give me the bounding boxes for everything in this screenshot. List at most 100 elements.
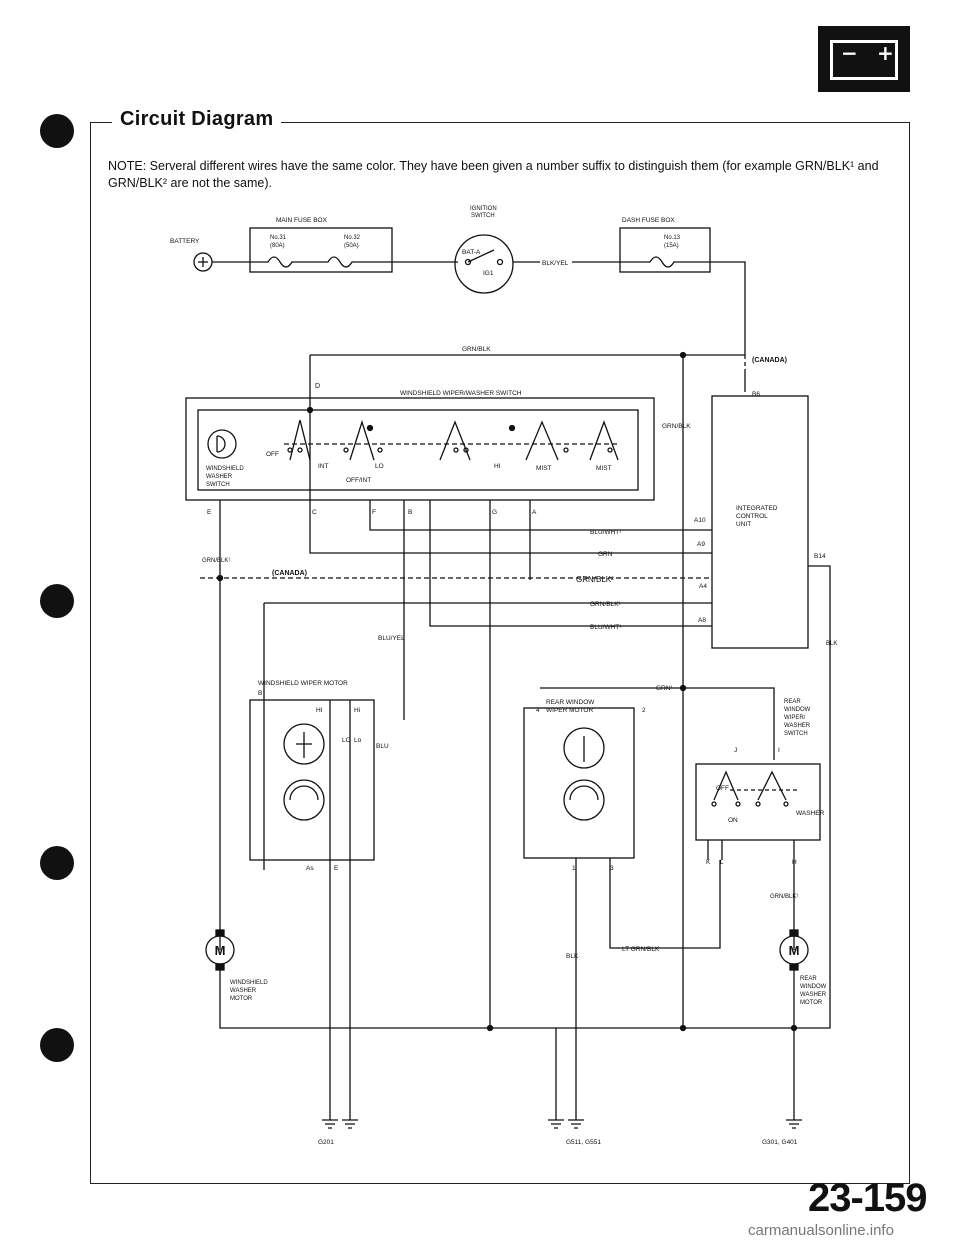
rear-washer-motor-label-4: MOTOR [800,1000,823,1006]
ignition-label-2: SWITCH [471,213,495,219]
wiper-motor-label: WINDSHIELD WIPER MOTOR [258,680,348,687]
main-fuse-box-label: MAIN FUSE BOX [276,217,328,224]
terminal-b6: B6 [752,391,760,398]
diagram-frame [90,122,910,1184]
icu-label-3: UNIT [736,521,751,528]
wire-grn-blk1-c: GRN/BLK¹ [770,894,798,900]
note-text: NOTE: Serveral different wires have the … [108,159,879,190]
terminal-a: A [532,509,537,516]
wiper-motor-hi-2: Hi [354,707,360,714]
terminal-c: C [312,509,317,516]
washer-switch-label-3: SWITCH [206,482,230,488]
wire-grn-blk1: GRN/BLK¹ [202,558,230,564]
wire-blk-yel: BLK/YEL [542,260,569,267]
terminal-b: B [408,509,412,516]
icu-label-1: INTEGRATED [736,505,778,512]
wire-blu-yel: BLU/YEL [378,635,405,642]
terminal-d: D [315,383,320,390]
ws-washer-motor-label-3: MOTOR [230,996,253,1002]
rear-switch-label-3: WIPER/ [784,715,806,721]
wire-blu: BLU [376,743,389,750]
rear-switch-k: K [706,859,711,866]
washer-switch-label-1: WINDSHIELD [206,466,244,472]
wire-blk-right: BLK [826,641,837,647]
ignition-switch [454,234,514,294]
ignition-label-1: IGNITION [470,206,497,212]
terminal-a9: A9 [697,541,705,548]
wire-grn: GRN [598,551,613,558]
wiper-washer-switch [185,397,655,501]
switch-int: INT [318,463,329,470]
page-title: Circuit Diagram [112,108,282,131]
title-rule [90,122,910,123]
terminal-a10: A10 [694,517,706,524]
windshield-wiper-motor [249,699,375,861]
rear-motor-terminal-3: 3 [610,865,614,872]
washer-motor-m: M [215,943,226,958]
rear-switch-label-2: WINDOW [784,707,811,713]
ground-g511-label: G511, G551 [566,1139,601,1146]
wire-grn-blk-2: GRN/BLK [662,423,691,430]
fuse-31-number: No.31 [270,235,287,241]
washer-switch-label-2: WASHER [206,474,233,480]
dash-fuse-box-label: DASH FUSE BOX [622,217,675,224]
switch-off: OFF [266,451,279,458]
rear-motor-label-2: WIPER MOTOR [546,707,593,714]
rear-window-wiper-motor [523,707,635,859]
switch-hi: HI [494,463,501,470]
ws-washer-motor-label-2: WASHER [230,988,257,994]
main-fuse-box [249,227,393,273]
battery-label: BATTERY [170,238,200,245]
icu-label-2: CONTROL [736,513,768,520]
wiper-motor-terminal-b: B [258,690,262,697]
ground-g201 [322,1119,358,1129]
rear-washer-motor-label-2: WINDOW [800,984,827,990]
canada-label-1: (CANADA) [752,357,787,364]
minus-sign: − [841,41,858,65]
wiper-motor-as: As [306,865,314,872]
wiper-motor-lo-2: Lo [354,737,362,744]
margin-bullet [40,114,74,148]
plus-sign: + [877,41,894,65]
switch-off-int: OFF/INT [346,477,371,484]
rear-switch-label-5: SWITCH [784,731,808,737]
rear-motor-label-1: REAR WINDOW [546,699,595,706]
fuse-13-number: No.13 [664,235,681,241]
rear-switch-washer: WASHER [796,810,825,817]
wire-grn-blk2: GRN/BLK² [576,575,614,584]
wire-blu-wht1: BLU/WHT¹ [590,529,622,536]
wiper-motor-lo: LO [342,737,351,744]
wiper-motor-hi: HI [316,707,323,714]
margin-bullet [40,846,74,880]
watermark: carmanualsonline.info [748,1222,894,1239]
ground-g301-label: G301, G401 [762,1139,798,1146]
battery-symbol [193,252,213,272]
rear-switch-l: L [720,859,724,866]
rear-switch-label-4: WASHER [784,723,811,729]
battery-section-icon: − + [818,26,910,92]
terminal-b14: B14 [814,553,826,560]
switch-mist-1: MIST [536,465,552,472]
rear-switch-i: I [778,747,780,754]
ig1-label: IG1 [483,270,494,277]
rear-washer-motor-label-1: REAR [800,976,817,982]
wire-lt-grn-blk: LT GRN/BLK [622,946,660,953]
terminal-f: F [372,509,376,516]
margin-bullet [40,584,74,618]
dash-fuse-box [619,227,711,273]
wire-blu-wht1-b: BLU/WHT¹ [590,624,622,631]
terminal-g: G [492,509,497,516]
ground-g511 [548,1119,584,1129]
integrated-control-unit [711,395,809,649]
rear-washer-motor-label-3: WASHER [800,992,827,998]
wire-grn-blk1-b: GRN/BLK¹ [590,601,622,608]
wire-blk-mid: BLK [566,953,579,960]
fuse-32-number: No.32 [344,235,361,241]
rear-washer-motor-m: M [789,943,800,958]
rear-switch-off: OFF [716,785,729,792]
rear-motor-terminal-2: 2 [642,707,646,714]
rear-switch-j: J [734,747,737,754]
terminal-e: E [207,509,212,516]
rear-switch-label-1: REAR [784,699,801,705]
wire-grn-blk-top: GRN/BLK [462,346,491,353]
